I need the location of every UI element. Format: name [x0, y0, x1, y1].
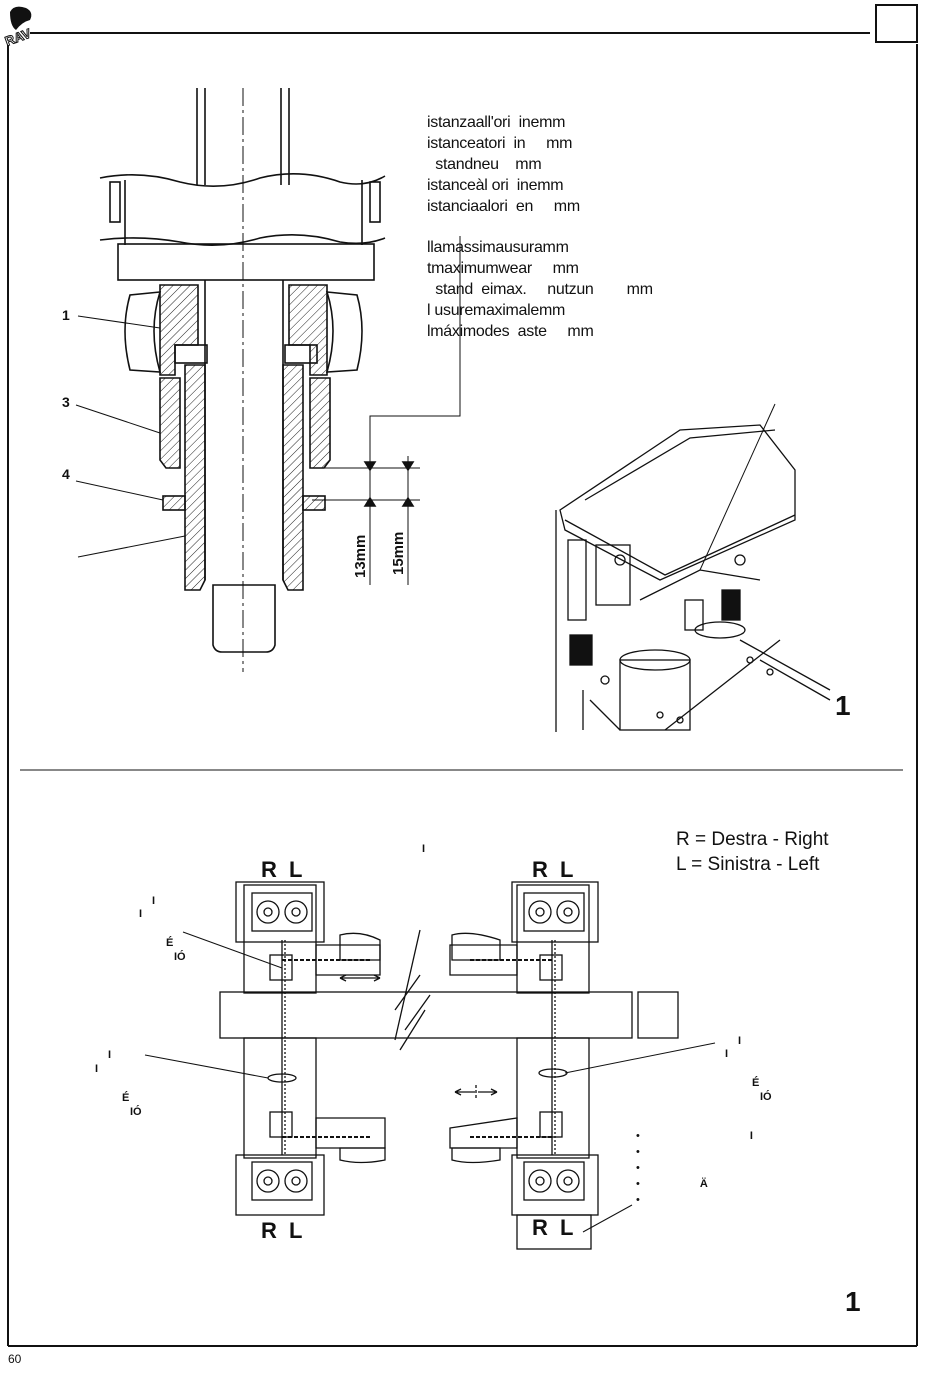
figure-number-top: 1 — [835, 690, 851, 721]
label-r-bottom-left: R — [261, 1218, 277, 1243]
wheel-alignment-diagram — [144, 881, 716, 1250]
bullet-item: • — [636, 1146, 640, 1158]
right-upper-1: I — [738, 1035, 742, 1047]
legend-left: L = Sinistra - Left — [676, 854, 820, 875]
left-lower-3: É — [122, 1092, 130, 1104]
bullet-list: •I • • •Ä • — [636, 1128, 753, 1208]
right-upper-2: I — [725, 1048, 729, 1060]
wear-line-3: stand eimax. nutzun mm — [427, 281, 653, 298]
left-lower-2: I — [95, 1063, 99, 1075]
page-number: 60 — [8, 1352, 22, 1366]
page-frame — [7, 4, 918, 1347]
note-top: I — [422, 843, 426, 855]
label-l-bottom-right: L — [560, 1215, 574, 1240]
legend-right: R = Destra - Right — [676, 829, 829, 850]
spec-line-3: standneu mm — [427, 156, 542, 173]
wear-line-2: tmaximumwear mm — [427, 260, 579, 277]
label-r-top-left: R — [261, 857, 277, 882]
callout-3: 3 — [62, 394, 70, 410]
label-r-top-right: R — [532, 857, 548, 882]
left-lower-1: I — [108, 1049, 112, 1061]
dimension-13mm: 13mm — [352, 534, 369, 578]
left-upper-3: É — [166, 937, 174, 949]
wear-line-4: l usuremaximalemm — [427, 302, 566, 319]
shaft-cross-section — [75, 88, 461, 672]
right-upper-4: IÓ — [760, 1091, 772, 1103]
spec-line-1: istanzaall'ori inemm — [427, 114, 566, 131]
bullet-item: •I — [636, 1130, 753, 1142]
left-lower-4: IÓ — [130, 1106, 142, 1118]
callout-1: 1 — [62, 307, 70, 323]
machine-perspective-view — [555, 403, 831, 732]
rav-logo: RAV — [2, 6, 34, 49]
left-upper-2: I — [139, 908, 143, 920]
right-upper-3: É — [752, 1077, 760, 1089]
figure-number-bottom: 1 — [845, 1286, 861, 1317]
left-upper-1: I — [152, 895, 156, 907]
spec-line-5: istanciaalori en mm — [427, 198, 580, 215]
bullet-item: •Ä — [636, 1178, 708, 1190]
label-l-bottom-left: L — [289, 1218, 303, 1243]
svg-text:RAV: RAV — [3, 26, 33, 49]
bullet-item: • — [636, 1194, 640, 1206]
dimension-15mm: 15mm — [390, 531, 407, 575]
left-upper-4: IÓ — [174, 951, 186, 963]
wear-line-5: lmáximodes aste mm — [427, 323, 594, 340]
bullet-item: • — [636, 1162, 640, 1174]
callout-4: 4 — [62, 466, 70, 482]
label-l-top-right: L — [560, 857, 574, 882]
spec-line-4: istanceàl ori inemm — [427, 177, 564, 194]
wear-line-1: llamassimausuramm — [427, 239, 569, 256]
spec-line-2: istanceatori in mm — [427, 135, 573, 152]
label-l-top-left: L — [289, 857, 303, 882]
label-r-bottom-right: R — [532, 1215, 548, 1240]
